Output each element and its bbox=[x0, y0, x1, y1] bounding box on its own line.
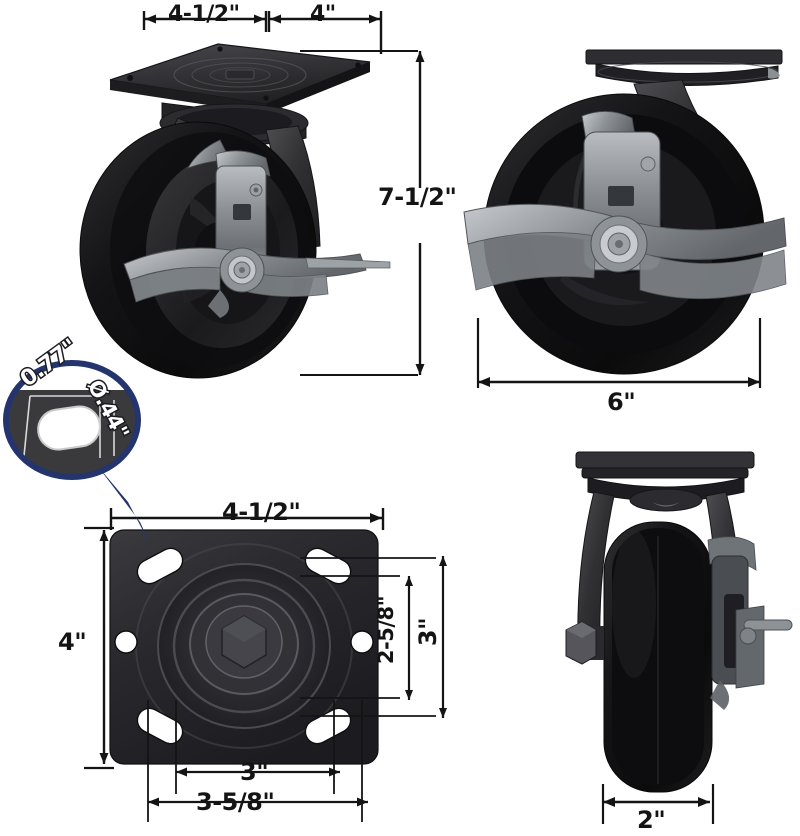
three-quarter-caster-illustration bbox=[79, 43, 391, 379]
side-top-plate bbox=[585, 49, 783, 86]
dimension-line-plate-width bbox=[99, 530, 109, 764]
label-top-plate-offset: 4" bbox=[310, 2, 336, 27]
dimension-line-slot-span-outer-v bbox=[439, 556, 447, 718]
extension-line-wheel-right bbox=[758, 318, 762, 388]
bolt-slot-top-left bbox=[136, 547, 184, 585]
side-hole-left bbox=[114, 630, 138, 654]
side-hole-right bbox=[350, 630, 374, 654]
label-plate-width: 4" bbox=[58, 628, 87, 656]
dimension-line-plate-length bbox=[109, 508, 385, 530]
label-plate-length: 4-1/2" bbox=[222, 498, 301, 526]
dimension-line-top-plate-offset bbox=[267, 11, 383, 54]
extension-line-wheel-bottom bbox=[300, 374, 418, 376]
label-wheel-width: 2" bbox=[637, 806, 666, 834]
front-top-plate bbox=[575, 451, 755, 512]
dimension-line-slot-span-inner-h bbox=[176, 767, 340, 777]
top-plate-face-illustration bbox=[109, 529, 379, 765]
front-axle-and-brake bbox=[565, 536, 793, 710]
extension-line-tread-left bbox=[601, 784, 605, 824]
dimension-line-slot-span-outer-h bbox=[148, 797, 368, 807]
label-top-plate-length: 4-1/2" bbox=[168, 2, 240, 27]
front-view-illustration bbox=[565, 451, 793, 793]
side-profile-illustration bbox=[463, 49, 787, 375]
label-slot-span-outer-v: 3" bbox=[414, 617, 443, 647]
extension-line-wheel-left bbox=[476, 318, 480, 388]
dimension-line-wheel-width bbox=[603, 797, 710, 807]
bolt-slot-magnifier-callout bbox=[3, 360, 152, 548]
extension-lines-right-slots bbox=[300, 557, 436, 717]
dimension-line-top-plate-length bbox=[142, 11, 268, 32]
magnifier-pointer bbox=[96, 464, 152, 548]
extension-line-plate-top bbox=[300, 50, 418, 52]
extension-ticks-plate-width bbox=[84, 526, 114, 770]
label-slot-span-inner-v-wrap: 2-5/8" bbox=[374, 584, 410, 694]
label-slot-span-inner-h: 3" bbox=[240, 758, 269, 786]
dimension-line-slot-span-inner-v bbox=[405, 576, 413, 700]
side-brake-assembly bbox=[463, 111, 787, 300]
label-slot-span-inner-v: 2-5/8" bbox=[374, 595, 399, 665]
brake-assembly bbox=[123, 139, 391, 318]
label-slot-span-outer-h: 3-5/8" bbox=[196, 788, 275, 816]
front-wheel-tread bbox=[603, 521, 713, 793]
label-wheel-diameter: 6" bbox=[607, 388, 636, 416]
label-overall-height: 7-1/2" bbox=[378, 183, 457, 211]
label-slot-span-outer-v-wrap: 3" bbox=[414, 600, 446, 670]
extension-line-tread-right bbox=[711, 784, 715, 824]
dimension-line-wheel-diameter bbox=[478, 377, 760, 387]
dimension-line-overall-height bbox=[415, 51, 425, 375]
